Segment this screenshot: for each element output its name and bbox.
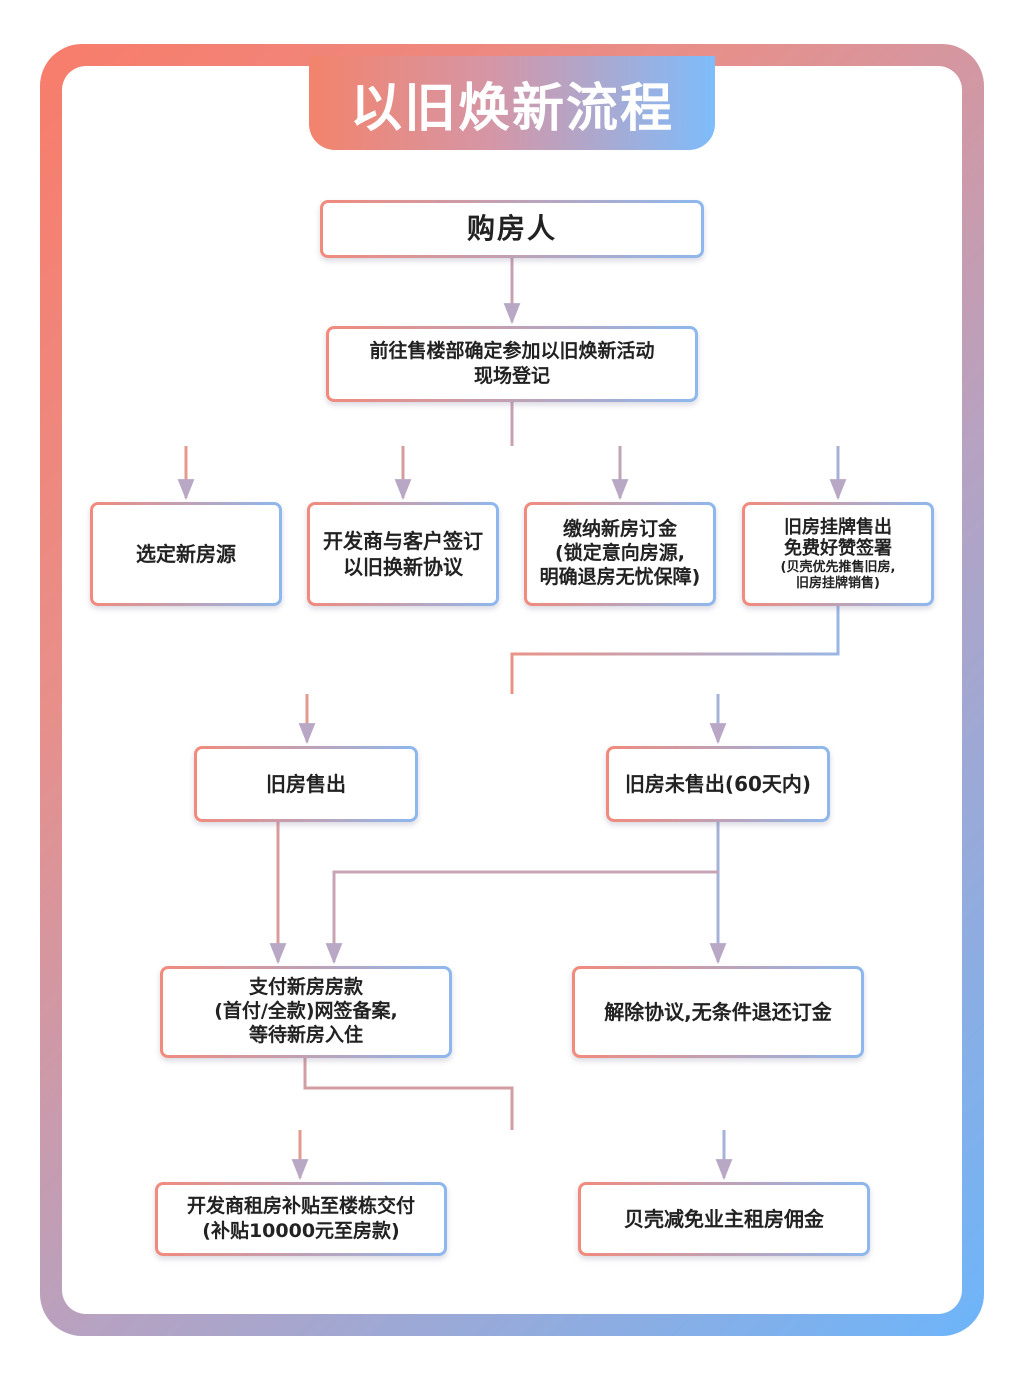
node-subsidy: 开发商租房补贴至楼栋交付 (补贴10000元至房款) (155, 1182, 447, 1256)
page-title: 以旧焕新流程 (309, 56, 715, 150)
node-sign-line2: 以旧换新协议 (343, 555, 463, 579)
node-subsidy-line1: 开发商租房补贴至楼栋交付 (186, 1195, 415, 1218)
node-unsold: 旧房未售出(60天内) (606, 746, 830, 822)
node-listing: 旧房挂牌售出 免费好赞签署 (贝壳优先推售旧房, 旧房挂牌销售) (742, 502, 934, 606)
node-deposit: 缴纳新房订金 (锁定意向房源, 明确退房无忧保障) (524, 502, 716, 606)
node-register-line2: 现场登记 (473, 365, 550, 387)
node-sold: 旧房售出 (194, 746, 418, 822)
node-deposit-line2: (锁定意向房源, (555, 542, 685, 565)
node-listing-line2: 免费好赞签署 (784, 538, 892, 560)
node-listing-line1: 旧房挂牌售出 (784, 516, 892, 538)
node-cancel-label: 解除协议,无条件退还订金 (604, 1000, 832, 1024)
node-listing-line3: (贝壳优先推售旧房, (780, 560, 896, 575)
node-buyer: 购房人 (320, 200, 704, 258)
node-sign-line1: 开发商与客户签订 (323, 529, 483, 553)
line-pay-down (303, 1058, 514, 1130)
node-register-line1: 前往售楼部确定参加以旧焕新活动 (369, 340, 655, 363)
node-sign-agreement: 开发商与客户签订 以旧换新协议 (307, 502, 499, 606)
node-select-new: 选定新房源 (90, 502, 282, 606)
node-register: 前往售楼部确定参加以旧焕新活动 现场登记 (326, 326, 698, 402)
node-sold-label: 旧房售出 (266, 772, 346, 796)
node-pay-line2: (首付/全款)网签备案, (214, 1000, 398, 1023)
node-pay-line1: 支付新房房款 (248, 976, 363, 999)
node-listing-line4: 旧房挂牌销售) (796, 575, 880, 591)
node-pay: 支付新房房款 (首付/全款)网签备案, 等待新房入住 (160, 966, 452, 1058)
node-cancel: 解除协议,无条件退还订金 (572, 966, 864, 1058)
node-buyer-label: 购房人 (466, 211, 557, 245)
node-deposit-line3: 明确退房无忧保障) (539, 565, 701, 588)
node-select-new-label: 选定新房源 (136, 542, 236, 566)
line-listing-merge (510, 606, 840, 694)
node-commission-label: 贝壳减免业主租房佣金 (624, 1207, 824, 1231)
node-pay-line3: 等待新房入住 (248, 1023, 363, 1046)
node-subsidy-line2: (补贴10000元至房款) (202, 1220, 400, 1242)
node-unsold-label: 旧房未售出(60天内) (624, 772, 812, 796)
node-commission: 贝壳减免业主租房佣金 (578, 1182, 870, 1256)
arrow-unsold-to-pay (325, 870, 718, 965)
node-deposit-line1: 缴纳新房订金 (562, 518, 677, 541)
